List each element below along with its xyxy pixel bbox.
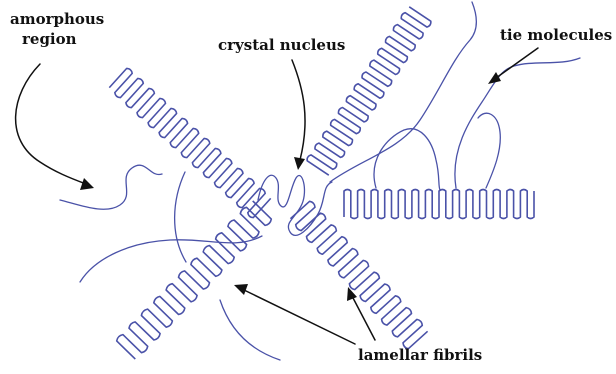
amorphous-arrowhead xyxy=(80,178,94,190)
crystal-nucleus-arrowhead xyxy=(294,157,305,170)
lamellar-arrow-right xyxy=(352,296,375,340)
amorphous-chains-group xyxy=(60,2,580,360)
label-amorphous-line2: region xyxy=(22,30,77,48)
label-tie-molecules: tie molecules xyxy=(500,26,612,44)
label-crystal-nucleus: crystal nucleus xyxy=(218,36,345,54)
lamellar-arrow-left xyxy=(244,290,355,344)
lamella-horizontal xyxy=(344,190,534,219)
tie-molecules-arrowhead xyxy=(488,72,501,84)
amorphous-chain-bottom-left xyxy=(80,236,262,282)
amorphous-chain-center xyxy=(175,172,186,262)
labels-group: amorphous region crystal nucleus tie mol… xyxy=(10,10,612,364)
amorphous-arrow xyxy=(16,64,86,184)
label-amorphous-line1: amorphous xyxy=(10,10,104,28)
tie-molecule-3 xyxy=(374,129,440,190)
tie-molecule-4 xyxy=(478,113,500,188)
lamellar-fibrils-group xyxy=(109,7,534,359)
crystal-nucleus-chain xyxy=(258,175,332,235)
lamella-upper-right xyxy=(307,7,431,175)
amorphous-chain-left xyxy=(60,165,162,209)
lamellar-arrowhead-left xyxy=(234,284,248,295)
label-lamellar-fibrils: lamellar fibrils xyxy=(358,346,482,364)
lamella-upper-left xyxy=(109,68,270,217)
crystal-nucleus-arrow xyxy=(292,60,305,160)
tie-molecule-2 xyxy=(455,58,580,188)
lamella-lower-left xyxy=(117,201,272,359)
amorphous-chain-bottom xyxy=(220,300,280,360)
